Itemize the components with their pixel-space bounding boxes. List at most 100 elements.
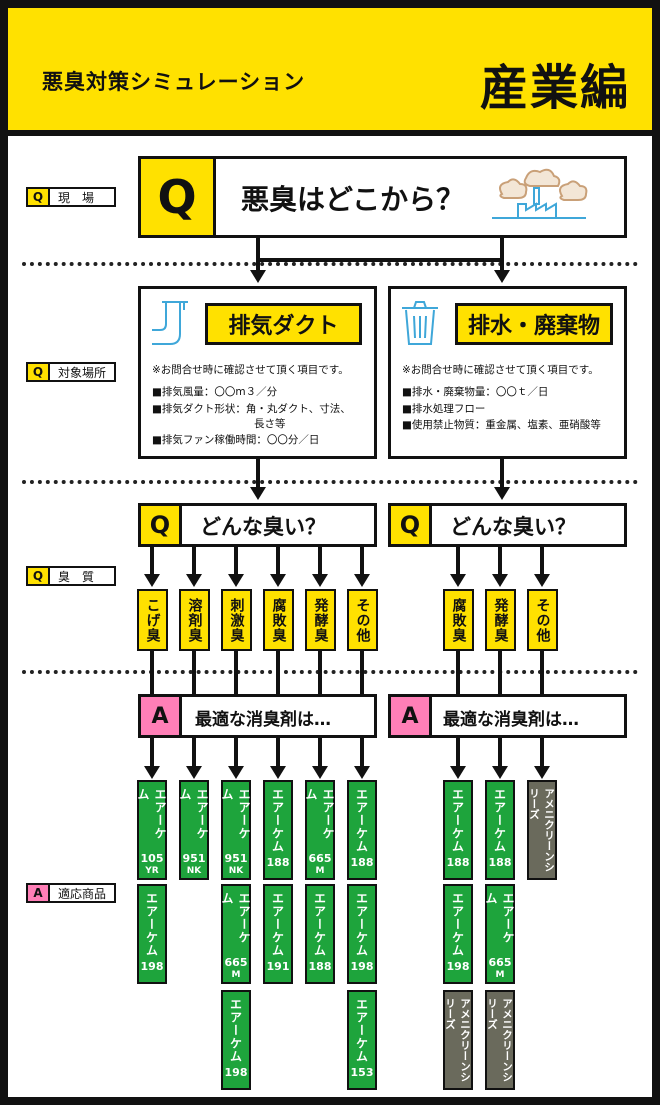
side-label-text: 適応商品 (57, 886, 106, 901)
connector (498, 651, 502, 695)
arrow (250, 270, 266, 283)
a-badge: A (388, 694, 432, 738)
arrow (144, 766, 160, 779)
connector (150, 651, 154, 695)
q-tag: Q (28, 364, 50, 380)
product-number-suffix: M (231, 970, 241, 980)
connector (234, 547, 238, 577)
connector (256, 238, 260, 274)
arrow (186, 766, 202, 779)
side-label-text: 現 場 (58, 190, 95, 205)
product-number-suffix: M (315, 866, 325, 876)
product-number-value: 153 (350, 1066, 374, 1079)
side-label-text: 臭 質 (58, 569, 95, 584)
product-name: エアーケム (270, 788, 285, 853)
product-number-value: 951 (182, 852, 206, 865)
main-q-badge: Q (138, 156, 216, 238)
arrow (450, 766, 466, 779)
connector (500, 238, 504, 274)
connector (256, 258, 504, 262)
product-number-value: 105 (140, 852, 164, 865)
arrow (270, 574, 286, 587)
connector (318, 651, 322, 695)
target-item: ■使用禁止物質：重金属、塩素、亜硝酸等 (402, 419, 601, 431)
odor-question-text: どんな臭い？ (450, 515, 576, 539)
answer-text: 最適な消臭剤は… (195, 710, 331, 730)
product-number: 188 (267, 856, 290, 869)
arrow (186, 574, 202, 587)
odor-ferment: 発酵臭 (485, 589, 516, 651)
page-title: 悪臭対策シミュレーション (42, 70, 306, 94)
connector (192, 651, 196, 695)
odor-burnt: こげ臭 (137, 589, 168, 651)
product-number: 191 (267, 960, 290, 973)
product-card: エアーケム 153 (347, 990, 377, 1090)
a-badge: A (138, 694, 182, 738)
product-number-value: 198 (446, 960, 470, 973)
connector (456, 651, 460, 695)
product-number: 198 (225, 1066, 248, 1079)
product-number-value: 188 (266, 856, 290, 869)
target-item: ■排気風量：〇〇m３／分 (152, 386, 278, 398)
connector (360, 651, 364, 695)
product-card-series: アメニクリーンシリーズ (527, 780, 557, 880)
product-number-value: 188 (308, 960, 332, 973)
target-note: ※お問合せ時に確認させて頂く項目です。 (402, 364, 599, 376)
odor-rot: 腐敗臭 (443, 589, 474, 651)
product-name: エアーケム (450, 788, 465, 853)
duct-icon (152, 301, 188, 345)
arrow (312, 574, 328, 587)
target-item: ■排水・廃棄物量：〇〇ｔ／日 (402, 386, 549, 398)
separator (22, 480, 638, 484)
side-label-product: A 適応商品 (26, 883, 116, 903)
product-card-series: アメニクリーンシリーズ (485, 990, 515, 1090)
connector (192, 547, 196, 577)
product-name: エアーケム (354, 788, 369, 853)
arrow (494, 487, 510, 500)
arrow (228, 574, 244, 587)
odor-rot: 腐敗臭 (263, 589, 294, 651)
product-number-value: 198 (350, 960, 374, 973)
target-label-duct: 排気ダクト (205, 303, 362, 345)
connector (456, 547, 460, 577)
product-name: エアーケム (220, 788, 251, 840)
trash-bin-icon (402, 301, 438, 345)
arrow (144, 574, 160, 587)
product-name: エアーケム (270, 892, 285, 957)
arrow (492, 766, 508, 779)
product-card: エアーケム 191 (263, 884, 293, 984)
side-label-text: 対象場所 (57, 365, 106, 380)
product-number-value: 198 (140, 960, 164, 973)
connector (360, 738, 364, 768)
arrow (534, 574, 550, 587)
product-number-suffix: NK (186, 866, 202, 876)
answer-text: 最適な消臭剤は… (443, 710, 579, 730)
product-number: 188 (489, 856, 512, 869)
arrow (534, 766, 550, 779)
product-name: エアーケム (354, 998, 369, 1063)
odor-ferment: 発酵臭 (305, 589, 336, 651)
product-name: エアーケム (220, 892, 251, 944)
target-item: ■排気ダクト形状：角・丸ダクト、寸法、 (152, 403, 351, 415)
product-number-value: 188 (446, 856, 470, 869)
factory-smoke-icon (492, 168, 588, 219)
product-card: エアーケム 188 (263, 780, 293, 880)
connector (150, 547, 154, 577)
product-number-value: 188 (488, 856, 512, 869)
product-name: エアーケム (136, 788, 167, 840)
connector (540, 738, 544, 768)
arrow (270, 766, 286, 779)
product-number: 188 (447, 856, 470, 869)
target-label-waste: 排水・廃棄物 (455, 303, 613, 345)
odor-other: その他 (347, 589, 378, 651)
